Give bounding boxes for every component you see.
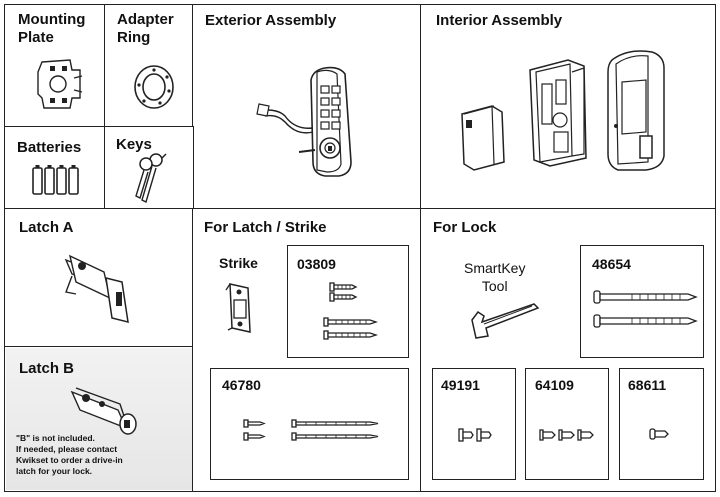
smartkey-tool-illustration [471,303,540,339]
screws-03809-illustration [323,282,379,340]
mounting-plate-label: Mounting Plate [18,11,86,46]
latch-b-shading [6,348,192,490]
for-lock-label: For Lock [433,219,497,236]
latch-b-label: Latch B [19,360,75,377]
box-68611 [619,368,704,480]
adapter-ring-illustration [134,65,174,109]
box-64109 [525,368,609,480]
screws-46780-illustration [243,419,379,441]
box-03809 [287,245,409,358]
screw-68611-illustration [649,428,669,440]
part-49191-label: 49191 [441,377,480,393]
part-68611-label: 68611 [628,377,667,393]
strike-illustration [225,283,251,333]
screws-48654-illustration [593,290,698,328]
latch-b-illustration [70,387,137,435]
batteries-label: Batteries [17,139,82,156]
batteries-illustration [32,165,79,195]
batteries-cell [4,126,106,210]
keys-illustration [135,153,167,204]
part-03809-label: 03809 [297,256,336,272]
interior-assembly-label: Interior Assembly [436,12,563,29]
mounting-plate-illustration [37,59,83,109]
interior-assembly-illustration [461,50,665,171]
part-48654-label: 48654 [592,256,631,272]
box-49191 [432,368,516,480]
screws-49191-illustration [458,428,492,442]
smartkey-tool-label: SmartKey Tool [464,260,526,294]
for-latch-strike-label: For Latch / Strike [204,219,327,236]
strike-label: Strike [219,255,258,271]
keys-label: Keys [116,136,152,153]
exterior-assembly-illustration [256,66,352,177]
part-64109-label: 64109 [535,377,574,393]
latch-a-label: Latch A [19,219,74,236]
latch-b-note: "B" is not included. If needed, please c… [16,433,123,476]
exterior-assembly-label: Exterior Assembly [205,12,337,29]
screws-64109-illustration [539,429,594,441]
part-46780-label: 46780 [222,377,261,393]
latch-a-illustration [64,254,129,324]
adapter-ring-label: Adapter Ring [117,11,174,46]
box-48654 [580,245,704,358]
